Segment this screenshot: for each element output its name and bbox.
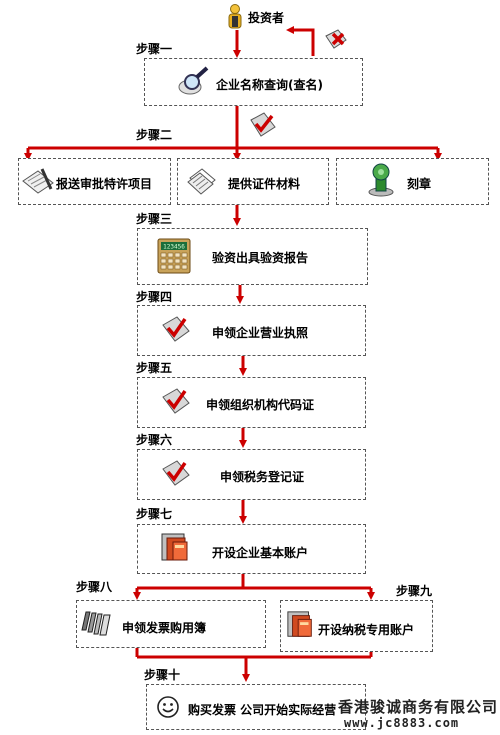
magnifier-icon [176, 65, 212, 101]
books-icon [80, 606, 116, 644]
document-pen-icon [20, 165, 56, 201]
step-label-6: 步骤六 [136, 433, 173, 447]
step-label-2: 步骤二 [136, 128, 173, 142]
smiley-icon [156, 695, 180, 723]
watermark-url: www.jc8883.com [344, 716, 460, 730]
basic-account-text: 开设企业基本账户 [212, 546, 309, 560]
name-check-text: 企业名称查询(查名) [216, 78, 323, 92]
tax-account-text: 开设纳税专用账户 [318, 623, 415, 637]
reject-icon [322, 26, 350, 56]
step-label-8: 步骤八 [76, 580, 113, 594]
calculator-icon: 123456 [157, 238, 191, 278]
documents-icon [186, 164, 218, 200]
final-step-box [146, 684, 366, 730]
business-license-text: 申领企业营业执照 [212, 326, 309, 340]
tax-registration-text: 申领税务登记证 [220, 470, 305, 484]
investor-label: 投资者 [248, 11, 285, 25]
checkmark-doc-icon [160, 457, 192, 493]
capital-verification-text: 验资出具验资报告 [212, 251, 309, 265]
name-check-box [144, 58, 363, 106]
documents-text: 提供证件材料 [228, 177, 301, 191]
step-label-9: 步骤九 [396, 584, 433, 598]
approval-check-icon [248, 110, 278, 144]
arrow-reject-return [286, 26, 315, 56]
folder-account-icon [160, 531, 192, 569]
step-label-3: 步骤三 [136, 212, 173, 226]
checkmark-doc-icon [160, 313, 192, 349]
step-label-10: 步骤十 [144, 668, 181, 682]
seal-text: 刻章 [407, 177, 432, 191]
checkmark-doc-icon [160, 385, 192, 421]
invoice-book-text: 申领发票购用簿 [122, 621, 207, 635]
special-approval-text: 报送审批特许项目 [56, 177, 153, 191]
step-label-1: 步骤一 [136, 42, 173, 56]
seal-stamp-icon [366, 162, 396, 202]
calculator-display: 123456 [163, 244, 185, 251]
invoice-book-box [76, 600, 266, 648]
seal-box [336, 158, 489, 205]
watermark-company: 香港骏诚商务有限公司 [338, 698, 499, 716]
folder-account-icon [286, 609, 316, 645]
org-code-text: 申领组织机构代码证 [206, 398, 315, 412]
step-label-7: 步骤七 [136, 507, 173, 521]
step-label-5: 步骤五 [136, 361, 173, 375]
step-label-4: 步骤四 [136, 290, 173, 304]
org-code-box [137, 377, 366, 428]
investor-person-icon [226, 4, 244, 34]
final-step-text: 购买发票 公司开始实际经营 [188, 703, 337, 717]
